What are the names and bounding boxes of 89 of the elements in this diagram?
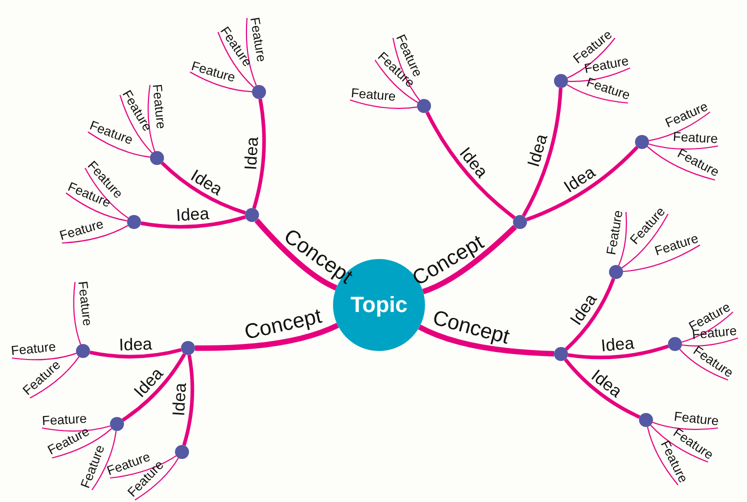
branch-line bbox=[252, 98, 266, 209]
branch-label: Idea bbox=[188, 166, 226, 198]
branch-line bbox=[254, 218, 338, 290]
feature-label: Feature bbox=[586, 76, 632, 102]
junction-dot bbox=[513, 215, 527, 229]
branch-line bbox=[217, 32, 254, 88]
branch-line bbox=[134, 458, 179, 500]
branch-line bbox=[392, 38, 420, 101]
feature-label: Feature bbox=[58, 216, 105, 242]
branch-line bbox=[66, 192, 128, 222]
branch-line bbox=[650, 424, 708, 463]
branch-line bbox=[648, 112, 710, 142]
branch-line bbox=[418, 324, 554, 357]
junction-dot bbox=[554, 347, 568, 361]
branch-label: Idea bbox=[170, 382, 190, 417]
junction-dot bbox=[76, 344, 90, 358]
branch-line bbox=[522, 88, 562, 217]
junction-dot bbox=[554, 74, 568, 88]
branch-label: Concept bbox=[430, 307, 512, 348]
branch-line bbox=[140, 215, 246, 229]
branch-line bbox=[652, 422, 718, 430]
branch-line bbox=[88, 132, 150, 158]
branch-line bbox=[12, 352, 77, 360]
branch-line bbox=[92, 430, 117, 490]
branch-line bbox=[350, 99, 418, 109]
branch-line bbox=[422, 224, 517, 294]
branch-line bbox=[618, 212, 627, 266]
branch-label: Idea bbox=[525, 132, 551, 169]
junction-dot bbox=[417, 99, 431, 113]
branch-line bbox=[30, 356, 80, 398]
branch-line bbox=[90, 348, 182, 358]
branch-line bbox=[182, 354, 194, 446]
branch-label: Concept bbox=[242, 306, 324, 344]
branch-line bbox=[52, 428, 112, 459]
junction-dot bbox=[127, 215, 141, 229]
junction-dot bbox=[175, 445, 189, 459]
branch-line bbox=[148, 84, 156, 152]
junction-dot bbox=[150, 151, 164, 165]
branch-line bbox=[374, 60, 418, 103]
branch-line bbox=[564, 358, 640, 419]
junction-dot bbox=[110, 417, 124, 431]
branch-line bbox=[526, 146, 638, 222]
branch-line bbox=[195, 322, 339, 351]
branch-line bbox=[73, 282, 82, 345]
feature-label: Feature bbox=[673, 130, 719, 145]
branch-line bbox=[190, 72, 252, 92]
branch-line bbox=[62, 225, 128, 244]
feature-label: Feature bbox=[10, 340, 56, 357]
feature-label: Feature bbox=[150, 84, 168, 130]
junction-dot bbox=[668, 337, 682, 351]
branch-label: Idea bbox=[131, 364, 166, 400]
junction-dot bbox=[252, 85, 266, 99]
branch-line bbox=[621, 214, 668, 268]
branch-line bbox=[119, 94, 152, 154]
junction-dot bbox=[181, 341, 195, 355]
branch-label: Idea bbox=[118, 335, 152, 354]
branch-line bbox=[122, 353, 186, 422]
junction-dot bbox=[639, 413, 653, 427]
feature-label: Feature bbox=[673, 409, 720, 427]
branch-line bbox=[566, 84, 628, 104]
branch-label: Idea bbox=[176, 204, 210, 224]
branch-line bbox=[568, 68, 630, 82]
branch-line bbox=[646, 426, 678, 486]
branch-line bbox=[679, 348, 728, 381]
branch-line bbox=[42, 425, 110, 432]
branch-line bbox=[646, 146, 716, 181]
feature-label: Feature bbox=[76, 280, 94, 326]
feature-label: Feature bbox=[41, 412, 87, 427]
branch-line bbox=[160, 162, 246, 215]
branch-line bbox=[648, 143, 718, 150]
branch-line bbox=[567, 38, 616, 78]
branch-label: Idea bbox=[242, 136, 261, 170]
branch-line bbox=[564, 278, 616, 351]
feature-label: Feature bbox=[604, 210, 625, 256]
junction-dot bbox=[609, 265, 623, 279]
branch-label: Idea bbox=[600, 334, 635, 354]
branch-line bbox=[622, 244, 700, 272]
branch-label: Idea bbox=[588, 366, 625, 400]
branch-line bbox=[682, 312, 734, 343]
branch-line bbox=[84, 168, 129, 219]
branch-line bbox=[246, 18, 257, 86]
branch-line bbox=[110, 455, 176, 479]
branch-line bbox=[682, 337, 738, 346]
branch-line bbox=[426, 111, 516, 220]
branch-label: Idea bbox=[561, 164, 598, 196]
junction-dot bbox=[245, 208, 259, 222]
junction-dot bbox=[635, 135, 649, 149]
branch-line bbox=[568, 344, 669, 360]
feature-label: Feature bbox=[350, 86, 396, 103]
